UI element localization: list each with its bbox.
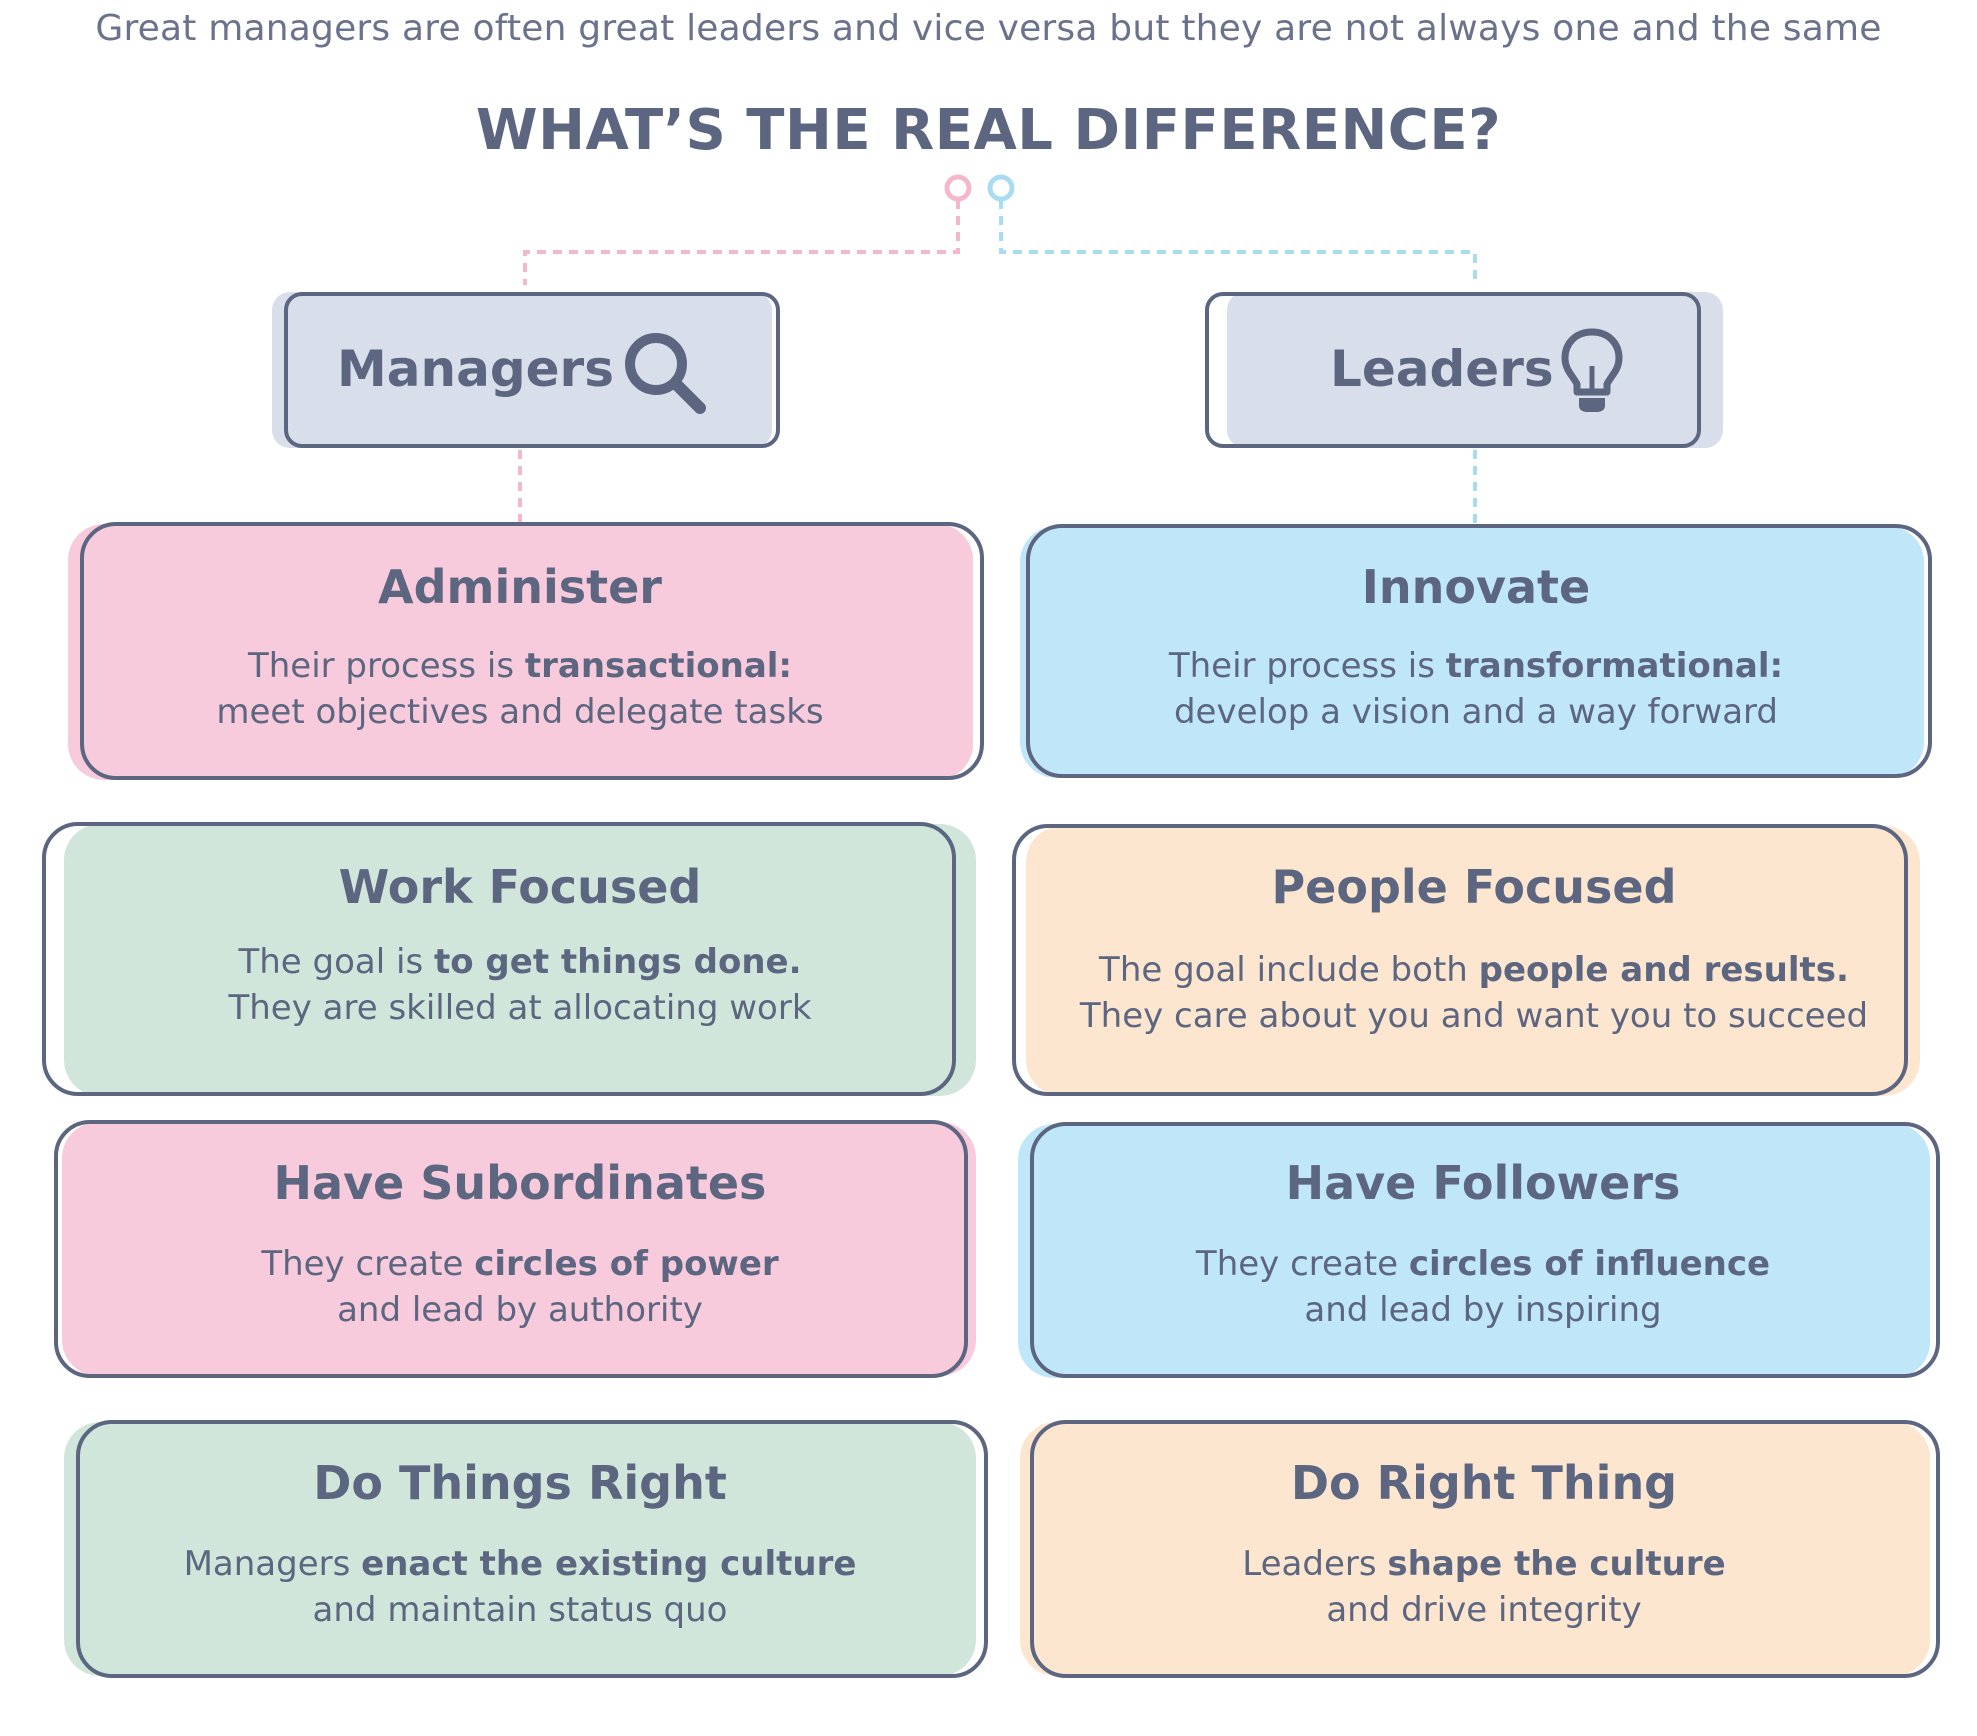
managers-label: Managers — [337, 340, 614, 398]
card-fill — [62, 1122, 976, 1376]
page-title: WHAT’S THE REAL DIFFERENCE? — [475, 98, 1502, 163]
card-title: Have Subordinates — [273, 1156, 767, 1210]
card-innovate: Innovate Their process is transformation… — [1020, 524, 1934, 786]
card-text-line1: They create circles of power — [54, 1244, 986, 1284]
card-text-line1: Their process is transformational: — [1020, 646, 1932, 686]
card-text: The goal is — [238, 942, 434, 982]
leaders-label: Leaders — [1330, 340, 1554, 398]
card-text-bold: shape the culture — [1387, 1544, 1726, 1584]
card-title: Do Right Thing — [1290, 1456, 1678, 1510]
leaders-header: Leaders — [1205, 292, 1725, 452]
pink-ring-icon — [944, 174, 972, 202]
subtitle: Great managers are often great leaders a… — [95, 8, 1882, 49]
card-fill — [64, 1422, 976, 1676]
card-fill — [1020, 526, 1924, 778]
managers-header-frame — [284, 292, 780, 448]
card-text-bold: circles of influence — [1408, 1244, 1771, 1284]
card-text: Managers — [183, 1544, 362, 1584]
card-fill — [1026, 826, 1920, 1096]
card-frame — [42, 822, 956, 1096]
card-title: Administer — [378, 560, 662, 614]
card-have-subordinates: Have Subordinates They create circles of… — [54, 1120, 978, 1384]
card-text-line1: Leaders shape the culture — [1020, 1544, 1948, 1584]
card-work-focused: Work Focused The goal is to get things d… — [42, 822, 980, 1106]
card-text: The goal include both — [1099, 950, 1479, 990]
leaders-header-shadow — [1227, 292, 1723, 448]
card-text-bold: circles of power — [474, 1244, 779, 1284]
card-frame — [1012, 824, 1908, 1096]
card-text-line1: They create circles of influence — [1018, 1244, 1948, 1284]
card-text-line2: develop a vision and a way forward — [1173, 692, 1779, 732]
card-have-followers: Have Followers They create circles of in… — [1018, 1122, 1944, 1384]
card-text-bold: transactional: — [524, 646, 793, 686]
card-text: They create — [261, 1244, 475, 1284]
card-text-line1: Their process is transactional: — [68, 646, 972, 686]
card-fill — [1018, 1124, 1930, 1378]
card-text-line1: Managers enact the existing culture — [64, 1544, 976, 1584]
card-title: Have Followers — [1285, 1156, 1681, 1210]
magnifier-icon — [625, 333, 706, 414]
card-frame — [76, 1420, 988, 1678]
card-administer: Administer Their process is transactiona… — [68, 522, 988, 784]
card-text-line2: and lead by authority — [337, 1290, 703, 1330]
pink-connector — [523, 200, 960, 285]
card-frame — [1030, 1122, 1940, 1378]
blue-connector — [999, 200, 1477, 285]
card-text: Their process is — [1168, 646, 1446, 686]
card-text-line1: The goal include both people and results… — [1012, 950, 1936, 990]
card-text-bold: to get things done. — [433, 942, 802, 982]
blue-ring-icon — [987, 174, 1015, 202]
card-text: Their process is — [247, 646, 525, 686]
card-text-bold: enact the existing culture — [361, 1544, 857, 1584]
card-fill — [68, 524, 973, 780]
card-text: They create — [1195, 1244, 1409, 1284]
card-fill — [1020, 1422, 1930, 1676]
card-do-things-right: Do Things Right Managers enact the exist… — [64, 1420, 994, 1684]
lightbulb-icon — [1561, 328, 1623, 412]
managers-header: Managers — [272, 292, 782, 452]
card-fill — [64, 824, 976, 1096]
card-text-line2: and lead by inspiring — [1304, 1290, 1662, 1330]
card-title: Do Things Right — [313, 1456, 727, 1510]
card-text-line2: meet objectives and delegate tasks — [216, 692, 824, 732]
card-title: People Focused — [1271, 860, 1677, 914]
managers-header-shadow — [272, 292, 772, 448]
card-text: Leaders — [1242, 1544, 1388, 1584]
card-text-line2: They are skilled at allocating work — [228, 988, 812, 1028]
card-people-focused: People Focused The goal include both peo… — [1012, 824, 1922, 1104]
card-text-line1: The goal is to get things done. — [42, 942, 998, 982]
card-frame — [1026, 524, 1932, 778]
card-frame — [80, 522, 984, 780]
leaders-header-frame — [1205, 292, 1701, 448]
card-title: Work Focused — [338, 860, 702, 914]
card-frame — [1030, 1420, 1940, 1678]
card-text-line2: and maintain status quo — [312, 1590, 728, 1630]
card-do-right-thing: Do Right Thing Leaders shape the culture… — [1020, 1420, 1942, 1684]
card-text-bold: people and results. — [1478, 950, 1849, 990]
card-title: Innovate — [1361, 560, 1591, 614]
card-text-line2: They care about you and want you to succ… — [1079, 996, 1869, 1036]
card-text-line2: and drive integrity — [1326, 1590, 1642, 1630]
card-text-bold: transformational: — [1445, 646, 1784, 686]
card-frame — [54, 1120, 968, 1378]
